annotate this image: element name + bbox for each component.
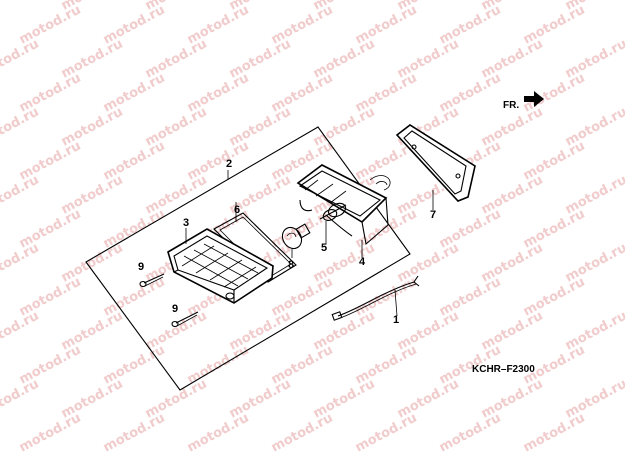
- callout-7: 7: [430, 209, 436, 221]
- tail-lens: [167, 228, 274, 304]
- watermark-text: motod.ru: [521, 411, 588, 456]
- watermark-text: motod.ru: [0, 105, 42, 150]
- watermark-text: motod.ru: [269, 411, 336, 456]
- callout-2: 2: [226, 158, 232, 170]
- assembly-frame: [85, 126, 411, 391]
- callout-4: 4: [359, 256, 366, 268]
- watermark-text: motod.ru: [437, 411, 504, 456]
- diagram-code: KCHR–F2300: [472, 364, 535, 375]
- bracket-plate: [395, 124, 476, 210]
- watermark-text: motod.ru: [0, 309, 42, 354]
- callout-3: 3: [183, 217, 189, 229]
- callout-9-upper: 9: [138, 261, 144, 273]
- watermark-text: motod.ru: [0, 37, 42, 82]
- callout-9-lower: 9: [172, 303, 178, 315]
- callout-8: 8: [288, 259, 294, 271]
- screw-upper: [139, 273, 165, 288]
- bulb-socket: [319, 202, 347, 244]
- watermark-text: motod.ru: [353, 411, 420, 456]
- callout-6: 6: [234, 204, 240, 216]
- watermark-text: motod.ru: [0, 241, 42, 286]
- screw-lower: [171, 311, 199, 328]
- front-orientation-label: FR.: [503, 100, 519, 111]
- wire-harness: [331, 275, 420, 321]
- watermark-text: motod.ru: [17, 411, 84, 456]
- watermark-text: motod.ru: [0, 0, 42, 14]
- watermark-text: motod.ru: [101, 411, 168, 456]
- watermark-text: motod.ru: [0, 173, 42, 218]
- watermark-text: motod.ru: [185, 411, 252, 456]
- bulb: [281, 223, 311, 258]
- callout-5: 5: [321, 242, 327, 254]
- watermark-text: motod.ru: [0, 377, 42, 422]
- lamp-base: [296, 164, 391, 258]
- front-arrow-icon: [524, 91, 544, 107]
- callout-1: 1: [393, 314, 399, 326]
